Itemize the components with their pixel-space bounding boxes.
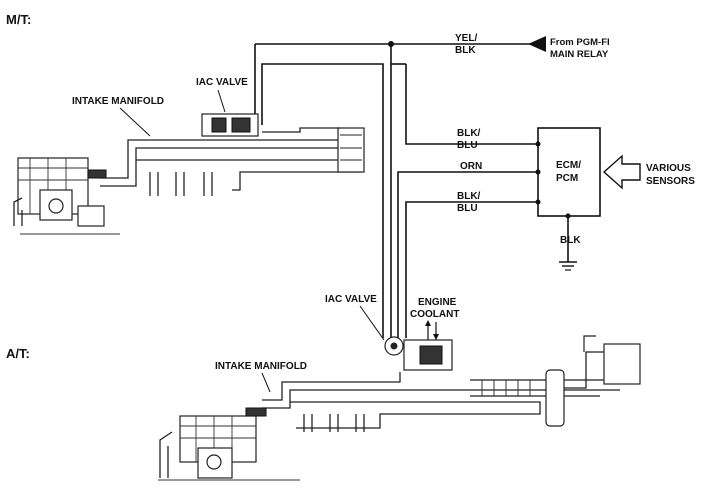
ecm-pin-1: [535, 141, 541, 147]
relay-arrow-icon: [528, 36, 546, 52]
wire-label-yel-blk-2: BLK: [455, 45, 476, 56]
at-piston: [206, 454, 222, 470]
at-iac-valve-core: [390, 342, 398, 350]
ecm-box: [537, 127, 601, 217]
mt-intake-runner-2: [100, 147, 360, 187]
at-duct-corrugation: [481, 380, 531, 396]
mt-iac-valve-label: IAC VALVE: [196, 77, 248, 88]
at-intake-runner-2: [262, 389, 620, 409]
mt-label: M/T:: [6, 12, 31, 27]
at-iac-leader: [359, 305, 385, 341]
ecm-label-1: ECM/: [556, 160, 581, 171]
various-sensors-label-1: VARIOUS: [646, 163, 691, 174]
at-iac-valve-label: IAC VALVE: [325, 294, 377, 305]
at-engine-assembly: INTAKE MANIFOLD IAC VALVE ENGINE COOLANT: [158, 294, 641, 481]
at-exhaust-pipe: [159, 431, 173, 478]
mt-intake-leader: [119, 107, 151, 137]
mt-iac-connector: [231, 117, 251, 133]
power-feed: YEL/ BLK From PGM-FI MAIN RELAY: [255, 33, 610, 60]
at-injector: [245, 407, 267, 417]
wire-label-blk-blu-a1: BLK/: [457, 128, 481, 139]
ecm-pin-3: [535, 199, 541, 205]
harness-wires: BLK/ BLU ORN BLK/ BLU: [254, 44, 538, 338]
orn-wire: [397, 171, 538, 338]
mt-iac-solenoid: [211, 117, 227, 133]
ground-pin: [565, 213, 571, 219]
coolant-arrow-up-icon: [425, 320, 431, 326]
at-intake-leader: [261, 372, 271, 393]
wire-label-blk-blu-a2: BLU: [457, 140, 478, 151]
various-sensors-label-2: SENSORS: [646, 176, 695, 187]
mt-iac-signal-wire: [261, 63, 384, 338]
at-air-duct: [470, 379, 600, 397]
sensor-input-arrow-icon: [602, 154, 641, 190]
coolant-arrow-down-icon: [433, 334, 439, 340]
at-intake-runner: [262, 372, 401, 401]
wire-label-yel-blk-1: YEL/: [455, 33, 477, 44]
at-breather-hose: [583, 335, 596, 352]
at-head-detail: [180, 416, 256, 462]
mt-injector: [87, 169, 107, 179]
mt-intake-runner: [100, 139, 360, 179]
at-plenum-outline: [290, 401, 541, 429]
at-resonator: [603, 343, 641, 385]
blk-blu-wire-2: [405, 201, 538, 338]
wire-label-orn: ORN: [460, 161, 482, 172]
mt-sensor-housing: [77, 205, 105, 227]
ecm-pcm-unit: ECM/ PCM VARIOUS SENSORS BLK: [535, 127, 695, 271]
mt-throttle-detail: [340, 134, 362, 161]
ecm-pin-2: [535, 169, 541, 175]
from-relay-label-2: MAIN RELAY: [550, 49, 609, 60]
ground-wire-label: BLK: [560, 235, 581, 246]
at-throttle-body: [545, 369, 565, 427]
ecm-label-2: PCM: [556, 173, 578, 184]
at-iac-actuator: [419, 345, 443, 365]
mt-exhaust-pipe: [13, 197, 23, 226]
from-relay-label-1: From PGM-FI: [550, 37, 610, 48]
mt-intake-manifold-label: INTAKE MANIFOLD: [72, 96, 164, 107]
mt-runner-ribs: [149, 172, 213, 196]
mt-engine-assembly: INTAKE MANIFOLD IAC VALVE: [13, 77, 365, 235]
mt-air-hose: [262, 127, 340, 133]
at-label: A/T:: [6, 346, 30, 361]
mt-iac-leader: [217, 89, 226, 113]
wire-label-blk-blu-b1: BLK/: [457, 191, 481, 202]
mt-piston: [48, 198, 64, 214]
at-intake-manifold-label: INTAKE MANIFOLD: [215, 361, 307, 372]
mt-head-detail: [18, 158, 88, 214]
mt-plenum-outline: [136, 159, 361, 191]
at-runner-ribs: [303, 414, 365, 432]
blk-blu-wire-1: [405, 64, 538, 145]
engine-coolant-label-1: ENGINE: [418, 297, 457, 308]
wire-label-blk-blu-b2: BLU: [457, 203, 478, 214]
engine-coolant-label-2: COOLANT: [410, 309, 459, 320]
